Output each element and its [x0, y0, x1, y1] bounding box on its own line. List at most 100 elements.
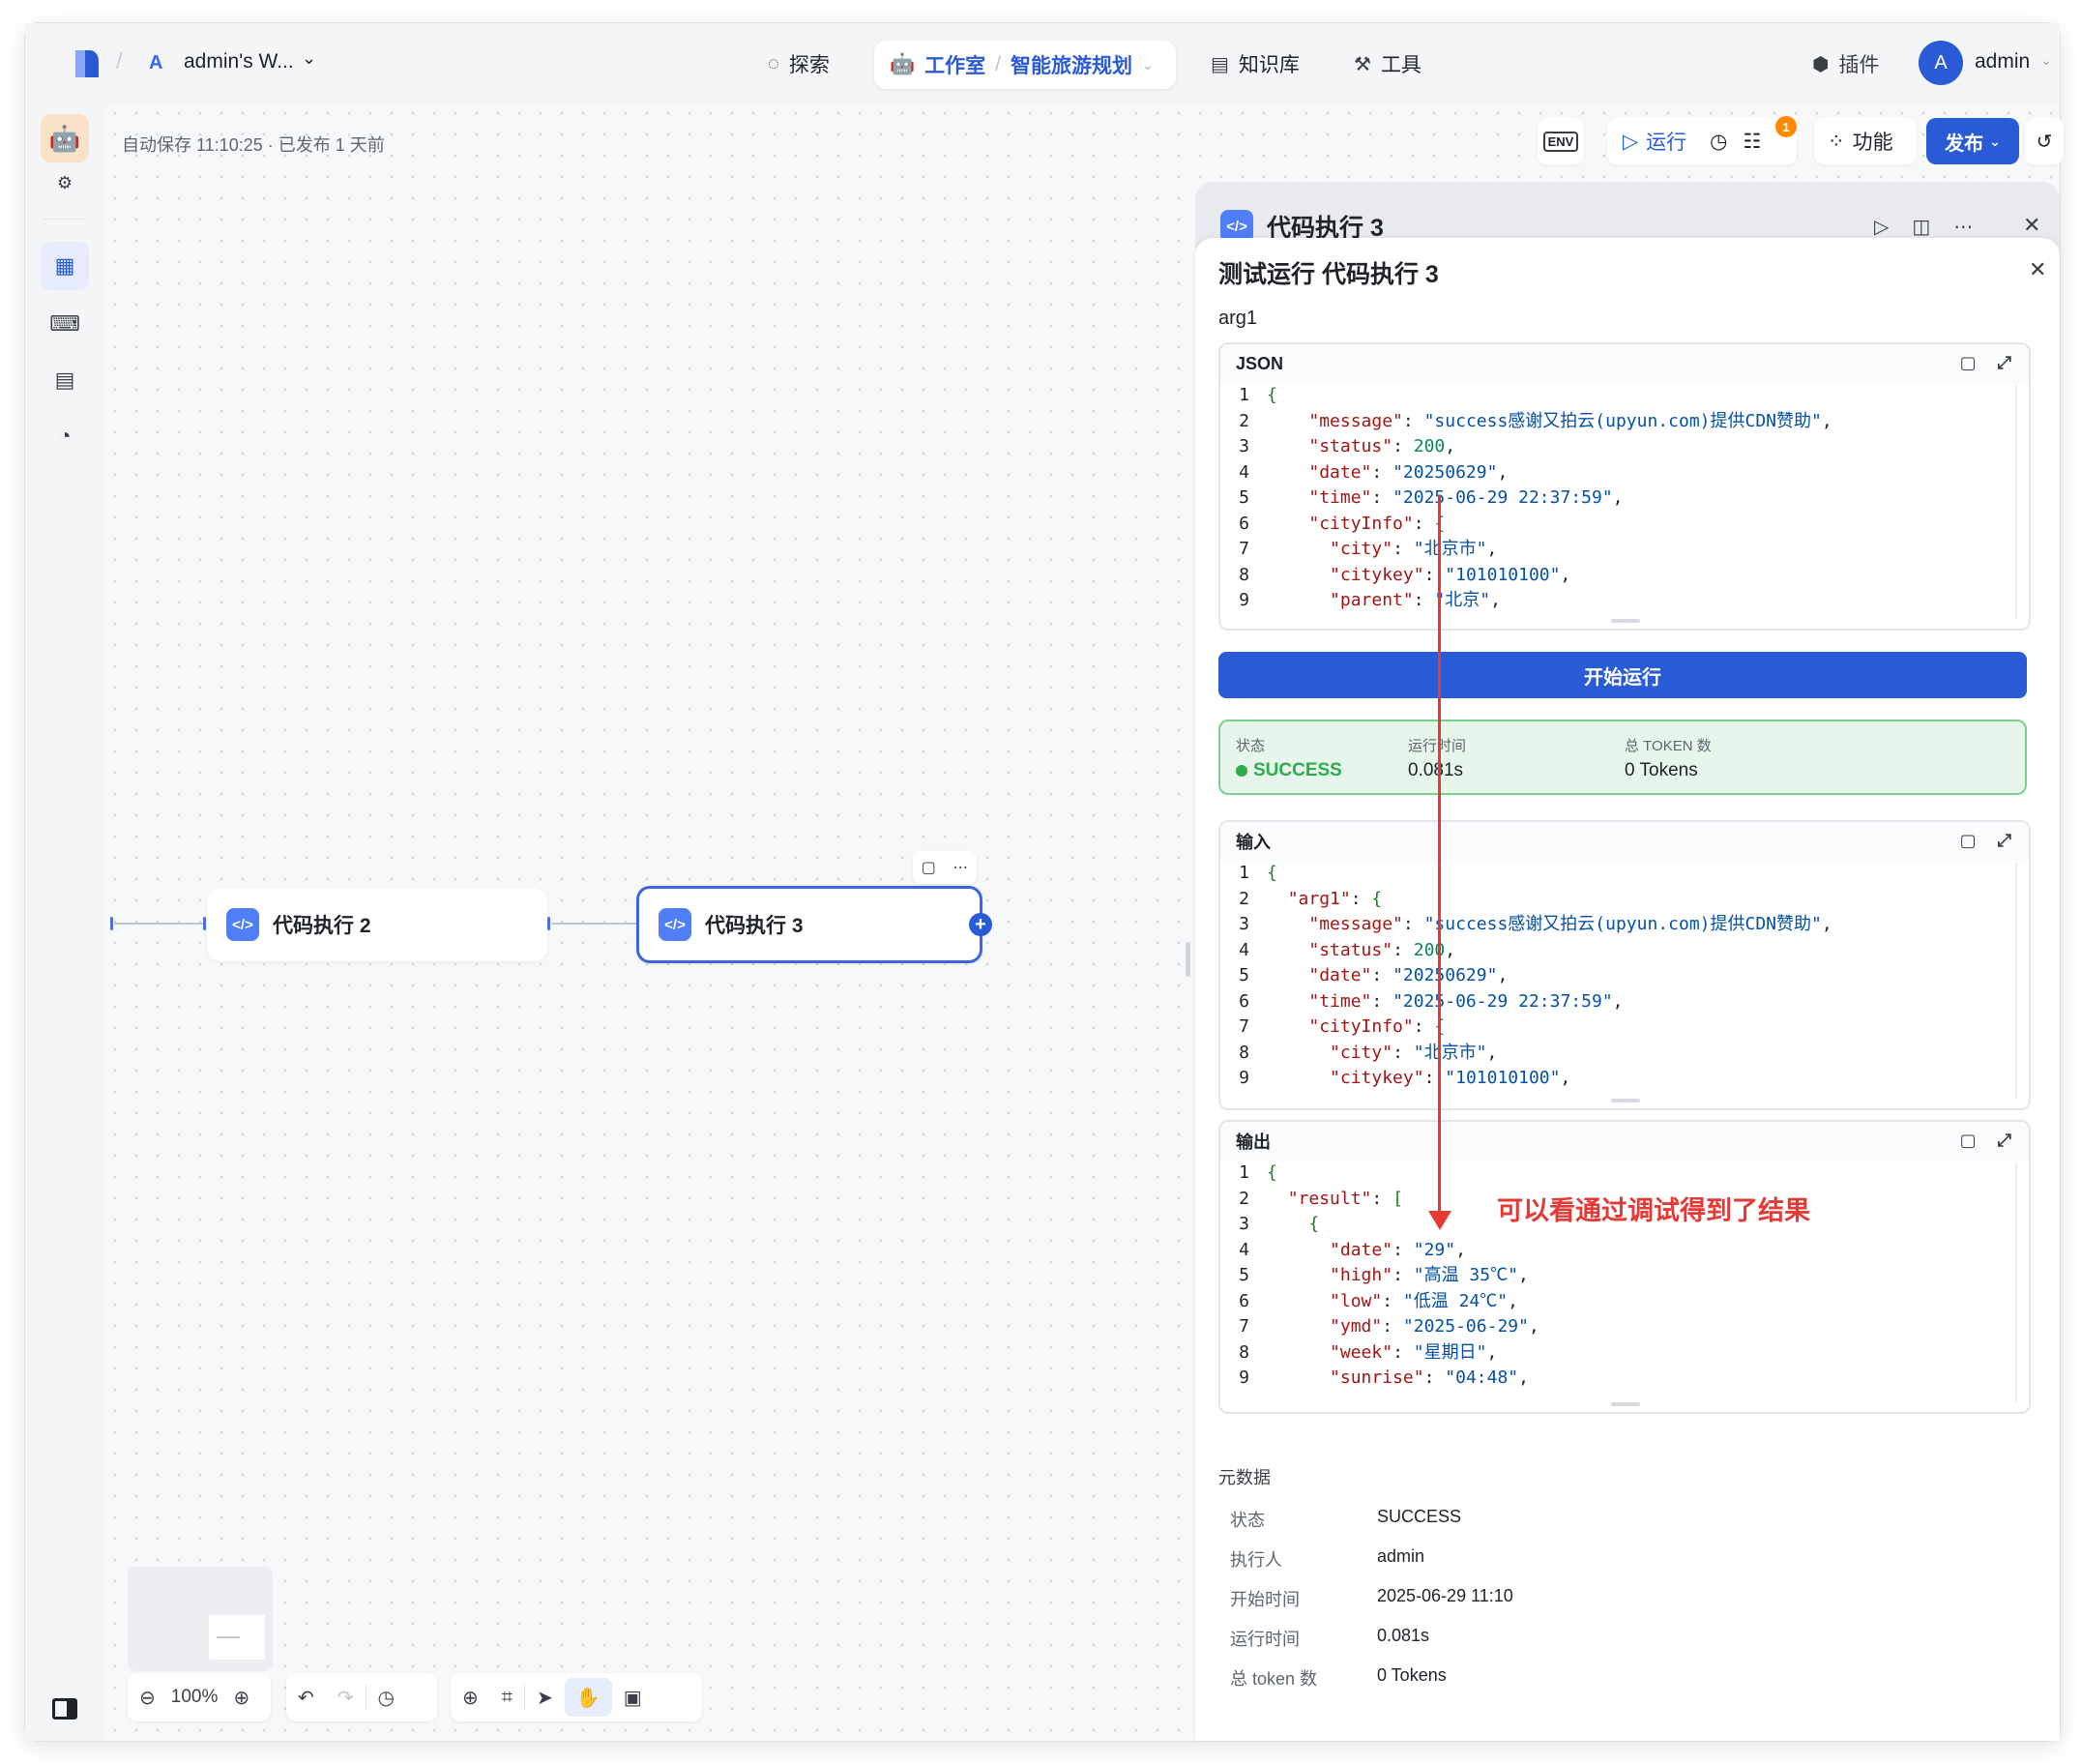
nav-studio-label[interactable]: 工作室 — [924, 55, 986, 77]
divider — [524, 1685, 526, 1710]
workspace-name[interactable]: admin's W... — [184, 50, 294, 73]
app-logo-icon[interactable] — [73, 48, 101, 79]
code-text: "cityInfo": { — [1308, 1016, 1445, 1037]
zoom-in-icon[interactable]: ⊕ — [233, 1687, 250, 1709]
line-number: 5 — [1239, 487, 1249, 508]
redo-icon[interactable]: ↷ — [337, 1687, 354, 1709]
status-value: SUCCESS — [1236, 760, 1342, 781]
note-icon[interactable]: ⌗ — [501, 1686, 513, 1708]
line-number: 7 — [1239, 539, 1249, 559]
autosave-status: 自动保存 11:10:25 · 已发布 1 天前 — [122, 135, 385, 155]
code-line: 2 "arg1": { — [1220, 887, 2029, 913]
history-icon[interactable]: ◷ — [377, 1687, 395, 1709]
explore-icon: ◌ — [768, 52, 779, 74]
breadcrumb-separator: / — [995, 53, 1001, 75]
input-code[interactable]: 1{2 "arg1": {3 "message": "success感谢又拍云(… — [1220, 861, 2029, 1092]
play-icon[interactable]: ▷ — [1874, 217, 1890, 238]
input-viewer-label: 输入 — [1236, 833, 1271, 852]
copy-icon[interactable]: ▢ — [1959, 353, 1977, 372]
project-name[interactable]: 智能旅游规划 — [1011, 55, 1132, 77]
edge-port[interactable] — [203, 917, 206, 930]
node-code-exec-2[interactable]: </> 代码执行 2 — [207, 888, 547, 961]
scrollbar[interactable] — [2015, 863, 2017, 1099]
env-button[interactable]: ENV — [1538, 118, 1584, 164]
metadata-value: admin — [1377, 1546, 1425, 1566]
code-text: "city": "北京市", — [1330, 539, 1498, 559]
json-code[interactable]: 1{2 "message": "success感谢又拍云(upyun.com)提… — [1220, 383, 2029, 614]
checklist-button[interactable]: ☷ — [1735, 118, 1769, 164]
split-view-icon[interactable]: ◫ — [1912, 217, 1931, 238]
line-number: 6 — [1239, 1290, 1249, 1311]
zoom-level[interactable]: 100% — [170, 1687, 219, 1707]
annotation-arrow-head — [1428, 1211, 1451, 1230]
resize-handle[interactable] — [1611, 1099, 1640, 1102]
close-icon[interactable]: ✕ — [2029, 257, 2047, 281]
line-number: 8 — [1239, 564, 1249, 585]
panel-resize-handle[interactable] — [1186, 942, 1190, 977]
zoom-out-icon[interactable]: ⊖ — [139, 1687, 156, 1709]
version-history-button[interactable]: ↺ — [2025, 118, 2064, 164]
start-run-button[interactable]: 开始运行 — [1218, 652, 2027, 698]
settings-sliders-icon[interactable]: ⚙ — [56, 172, 73, 192]
minimap[interactable] — [128, 1567, 273, 1671]
nav-studio-pill[interactable]: 🤖 工作室 / 智能旅游规划 ⌄ — [874, 41, 1176, 89]
agent-avatar-icon[interactable]: 🤖 — [41, 114, 89, 162]
gauge-icon[interactable]: ◔ — [58, 424, 72, 448]
code-line: 5 "high": "高温 35℃", — [1220, 1263, 2029, 1289]
nav-plugins-label: 插件 — [1838, 54, 1880, 76]
user-avatar[interactable]: A — [1919, 41, 1963, 85]
terminal-icon[interactable]: ⌨ — [49, 311, 80, 336]
more-icon[interactable]: ⋯ — [1953, 217, 1974, 238]
checkbox-icon[interactable]: ▢ — [921, 860, 936, 876]
expand-icon[interactable]: ⤢ — [1997, 831, 2011, 850]
resize-handle[interactable] — [1611, 619, 1640, 623]
output-code[interactable]: 1{2 "result": [3 {4 "date": "29",5 "high… — [1220, 1161, 2029, 1392]
output-viewer-header: 输出 ▢⤢ — [1220, 1122, 2029, 1161]
line-number: 5 — [1239, 1265, 1249, 1285]
edge-port[interactable] — [547, 917, 550, 930]
code-icon: </> — [226, 908, 259, 941]
plugin-icon: ⬢ — [1812, 53, 1830, 75]
edge-port[interactable] — [110, 917, 113, 930]
expand-icon[interactable]: ⤢ — [1997, 1131, 2011, 1150]
copy-icon[interactable]: ▢ — [1959, 831, 1977, 850]
undo-icon[interactable]: ↶ — [298, 1687, 314, 1709]
close-icon[interactable]: ✕ — [2023, 213, 2041, 237]
chevron-down-icon[interactable]: ⌄ — [2040, 52, 2052, 68]
chevron-down-icon[interactable]: ⌄ — [302, 48, 317, 68]
workflow-icon[interactable]: ▦ — [41, 242, 89, 290]
add-node-icon[interactable]: ⊕ — [462, 1687, 479, 1709]
nav-tools[interactable]: ⚒ 工具 — [1354, 46, 1422, 81]
nav-explore[interactable]: ◌ 探索 — [768, 46, 830, 81]
code-line: 9 "sunrise": "04:48", — [1220, 1366, 2029, 1392]
nav-knowledge[interactable]: ▤ 知识库 — [1211, 46, 1300, 81]
sidebar-toggle-icon[interactable] — [52, 1698, 77, 1720]
resize-handle[interactable] — [1611, 1402, 1640, 1406]
pointer-icon[interactable]: ➤ — [537, 1687, 553, 1709]
scrollbar[interactable] — [2015, 385, 2017, 619]
hand-icon[interactable]: ✋ — [564, 1678, 612, 1717]
user-name[interactable]: admin — [1975, 50, 2031, 73]
features-button[interactable]: ⁘ 功能 — [1814, 118, 1917, 164]
add-node-button[interactable]: + — [969, 913, 992, 936]
json-editor[interactable]: JSON ▢⤢ 1{2 "message": "success感谢又拍云(upy… — [1218, 342, 2031, 631]
expand-icon[interactable]: ⤢ — [1997, 353, 2011, 372]
publish-button[interactable]: 发布 ⌄ — [1926, 118, 2019, 164]
node-code-exec-3[interactable]: </> 代码执行 3 — [636, 886, 982, 963]
layout-icon[interactable]: ▣ — [623, 1687, 642, 1709]
scrollbar[interactable] — [2015, 1162, 2017, 1402]
code-line: 9 "citykey": "101010100", — [1220, 1066, 2029, 1092]
node-mini-toolbar: ▢ ⋯ — [913, 851, 977, 884]
copy-icon[interactable]: ▢ — [1959, 1131, 1977, 1150]
status-label: 状态 — [1236, 738, 1266, 754]
document-icon[interactable]: ▤ — [54, 368, 75, 392]
history-controls: ↶ ↷ ◷ — [286, 1673, 437, 1721]
nav-plugins[interactable]: ⬢ 插件 — [1812, 46, 1879, 81]
chevron-down-icon[interactable]: ⌄ — [1142, 56, 1154, 73]
output-viewer[interactable]: 输出 ▢⤢ 1{2 "result": [3 {4 "date": "29",5… — [1218, 1120, 2031, 1414]
code-line: 7 "ymd": "2025-06-29", — [1220, 1314, 2029, 1340]
run-button[interactable]: ▷ 运行 — [1607, 118, 1702, 164]
more-icon[interactable]: ⋯ — [953, 860, 969, 876]
input-viewer[interactable]: 输入 ▢ ⤢ 1{2 "arg1": {3 "message": "success… — [1218, 820, 2031, 1110]
history-clock-button[interactable]: ◷ — [1702, 118, 1735, 164]
